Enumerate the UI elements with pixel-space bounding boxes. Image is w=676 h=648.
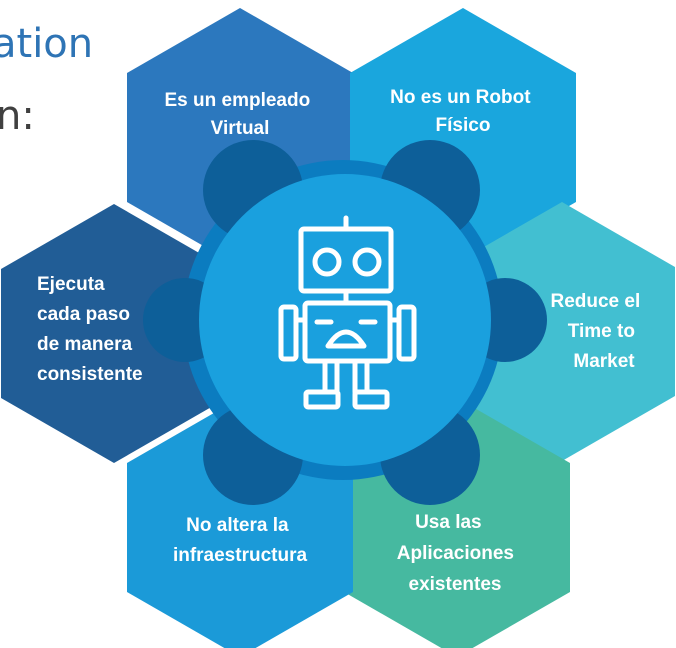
robot-left-foot [303,389,341,410]
robot-body [302,300,393,364]
robot-right-arm [396,304,417,362]
robot-right-foot [352,389,390,410]
hexagon-right: Reduce el Time to Market [449,202,675,461]
robot-left-arm [278,304,299,362]
hexagon-left-shape [1,204,227,463]
robot-left-eye [312,247,342,277]
hexagon-bottom-right-label: Usa las Aplicaciones existentes [397,512,520,595]
hexagon-left-label: Ejecuta cada paso de manera consistente [37,274,143,385]
robot-icon [278,215,417,410]
hexagon-right-label: Reduce el Time to Market [550,291,645,372]
hexagon-right-shape [449,202,675,461]
robot-right-eye [352,247,382,277]
hexagon-left: Ejecuta cada paso de manera consistente [1,204,227,463]
background-subtitle-fragment: n: [0,93,35,139]
hexagon-bottom-left-label: No altera la infraestructura [173,515,308,566]
center-circle [199,174,491,466]
hexagon-top-left-label: Es un empleado Virtual [165,90,316,139]
hexagon-top-right-label: No es un Robot Físico [390,87,536,136]
background-title-fragment: ation [0,21,94,67]
robot-mouth [325,329,367,349]
